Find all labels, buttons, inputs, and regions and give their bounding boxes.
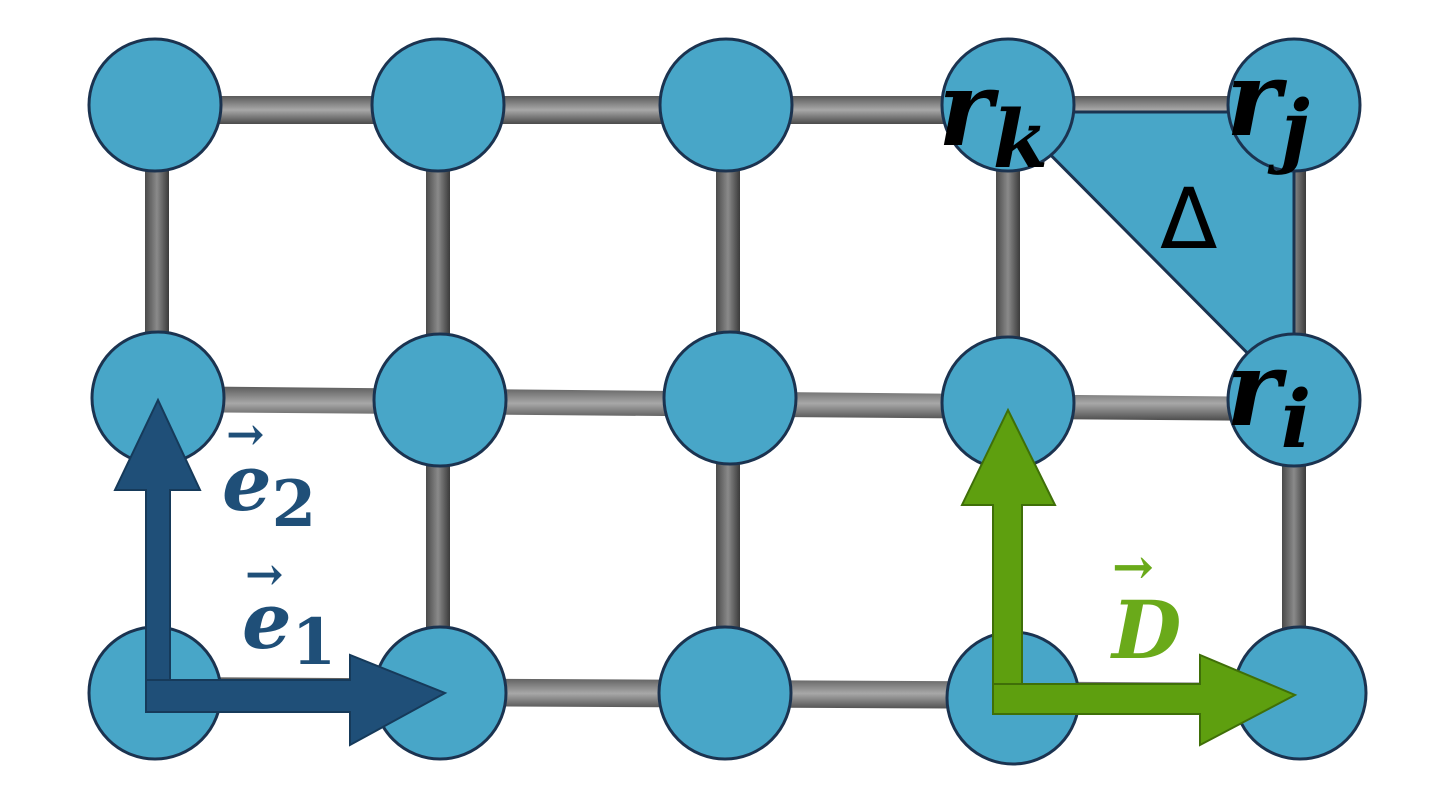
- d-vector-arrows: [960, 407, 1298, 747]
- e2-arrow: [113, 397, 202, 701]
- lattice-site: [372, 332, 508, 468]
- label-d: D: [1110, 583, 1181, 677]
- label-e1-arrow: →: [245, 547, 284, 601]
- basis-vector-arrows: [113, 397, 448, 747]
- label-ri: ri: [1226, 327, 1311, 466]
- label-e2-arrow: →: [226, 407, 265, 461]
- e1-arrow: [145, 653, 448, 747]
- label-e2: e2: [222, 438, 316, 542]
- label-rk: rk: [938, 47, 1048, 186]
- lattice-site-rj: [1226, 37, 1362, 173]
- label-e1: e1: [242, 576, 336, 680]
- lattice-site: [87, 37, 223, 173]
- label-d-arrow: →: [1112, 537, 1154, 596]
- site-labels: rk rj ri Δ: [938, 37, 1311, 466]
- lattice-site-ri: [1226, 332, 1362, 468]
- d-horizontal-arrow: [992, 653, 1298, 747]
- lattice-site: [657, 625, 793, 761]
- lattice-nodes: [87, 37, 1368, 766]
- label-rj: rj: [1226, 37, 1310, 176]
- d-vertical-arrow: [960, 407, 1057, 701]
- lattice-site-rk: [940, 37, 1076, 173]
- triangle-delta: [1004, 110, 1296, 404]
- label-delta: Δ: [1160, 170, 1217, 268]
- lattice-site: [662, 330, 798, 466]
- lattice-site: [370, 37, 506, 173]
- lattice-site: [658, 37, 794, 173]
- vector-labels: → e2 → e1 → D: [222, 407, 1181, 680]
